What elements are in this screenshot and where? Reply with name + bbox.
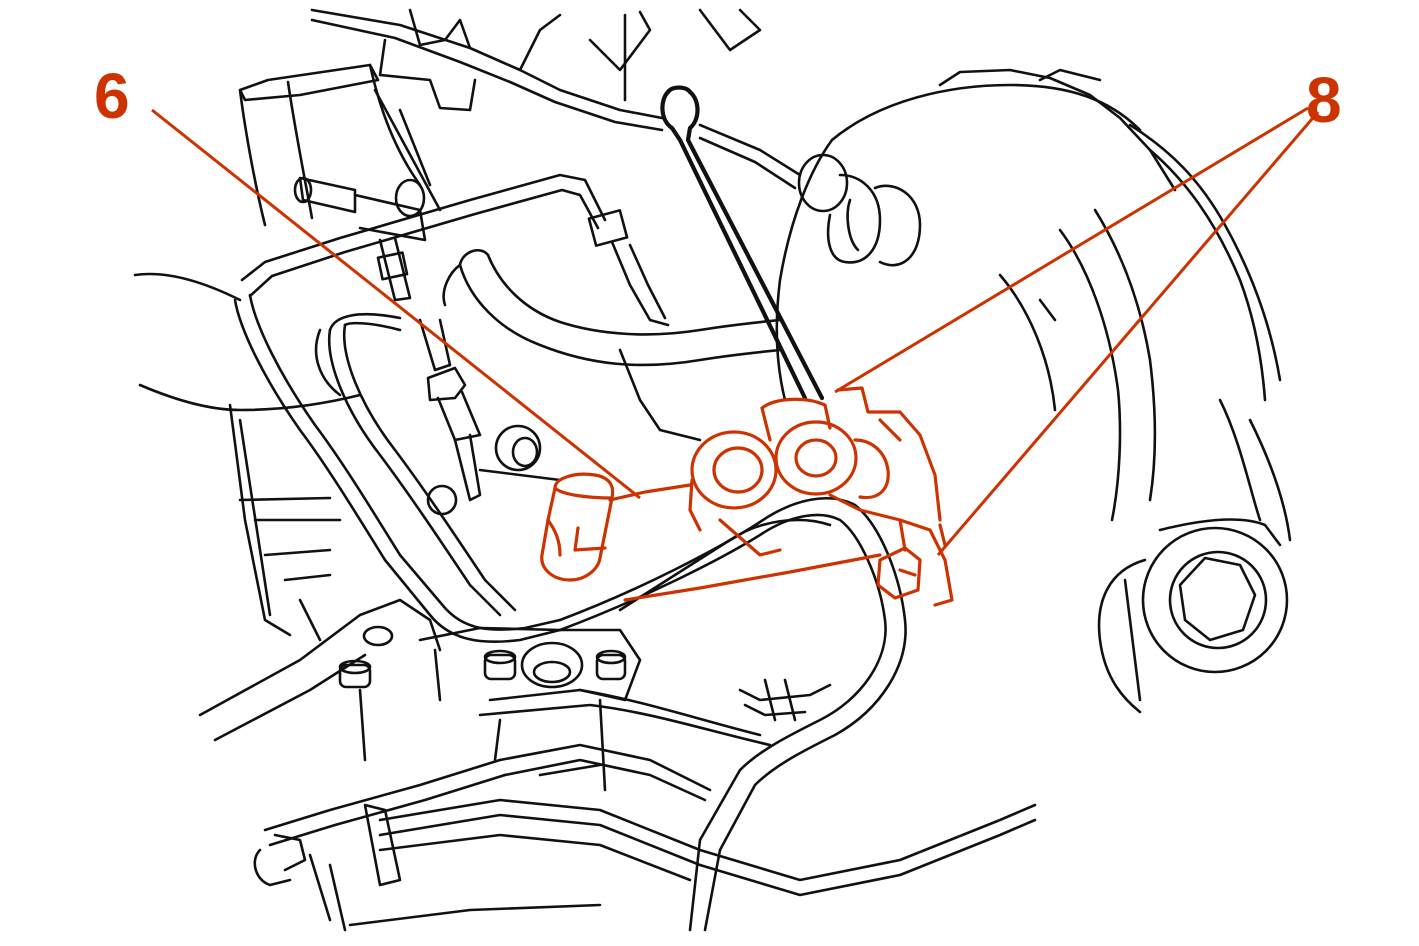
engine-line-art [133, 8, 1292, 932]
callout-6-label: 6 [94, 60, 130, 132]
leader-lines [151, 106, 1320, 556]
callout-8-label: 8 [1306, 64, 1342, 136]
highlighted-valve-block [540, 386, 954, 607]
